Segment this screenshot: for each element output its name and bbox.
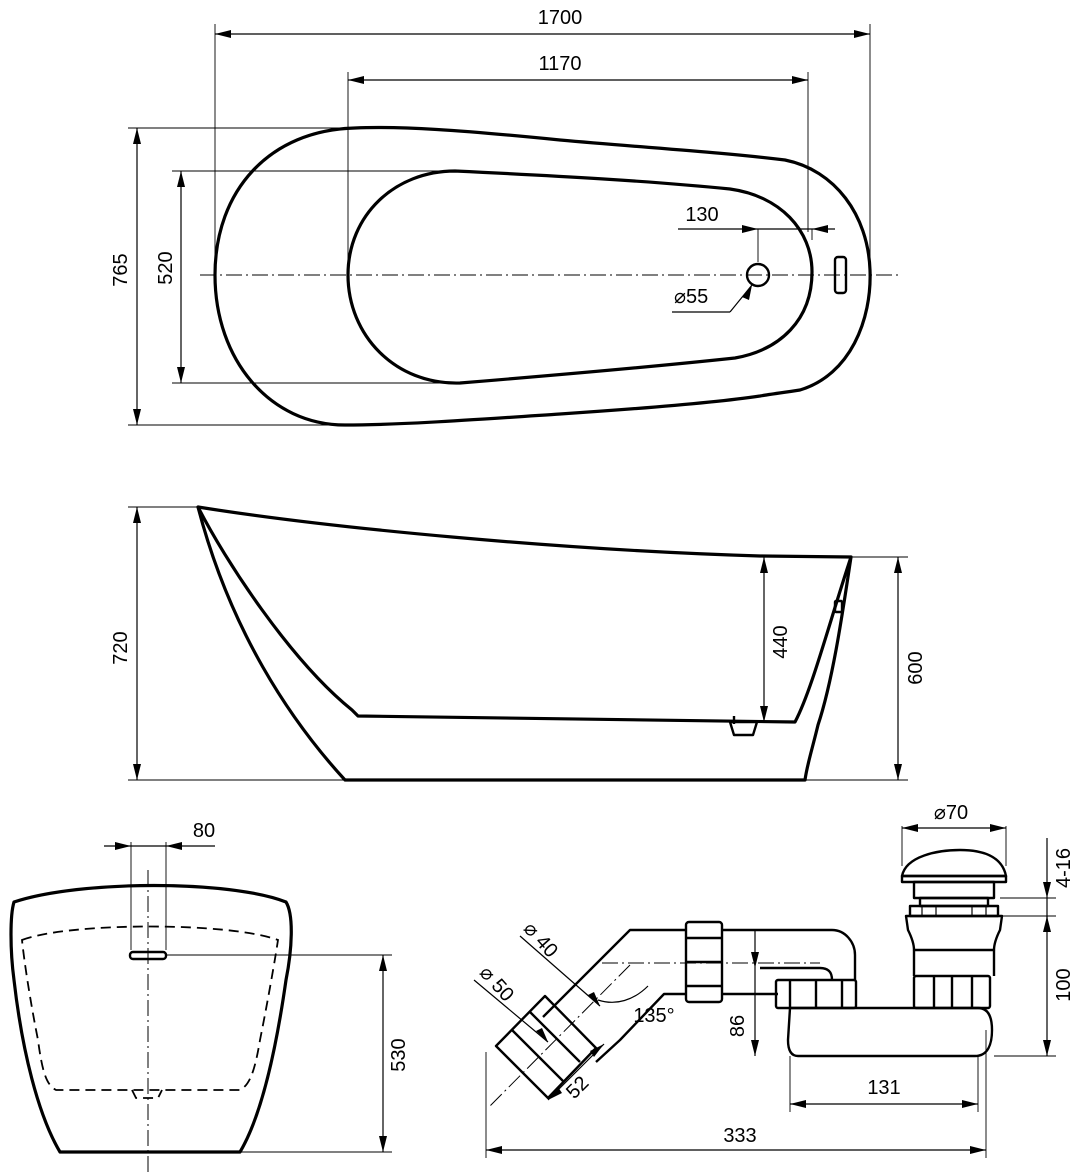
dim-1700: 1700 <box>538 7 583 29</box>
dim-80: 80 <box>193 820 215 842</box>
dim-333: 333 <box>723 1125 756 1147</box>
dim-130: 130 <box>685 204 718 226</box>
end-overflow <box>128 950 168 961</box>
drain-hole <box>745 262 771 288</box>
side-inner-wall <box>196 505 853 724</box>
dim-angle-135: 135° <box>633 1005 674 1027</box>
dim-720: 720 <box>110 631 132 664</box>
dim-86: 86 <box>727 1015 749 1037</box>
dim-765: 765 <box>110 253 132 286</box>
top-inner-basin <box>346 169 814 385</box>
dim-diameter-70: ⌀70 <box>934 802 968 824</box>
dim-440: 440 <box>770 625 792 658</box>
side-outer-shell <box>196 505 853 782</box>
siphon-detail: ⌀70 4-16 100 ⌀ 40 ⌀ 50 135° 86 <box>473 802 1075 1158</box>
horizontal-pipe <box>722 928 857 996</box>
elbow-pipe <box>542 928 686 1063</box>
outlet-connector <box>494 994 598 1100</box>
top-view: 1700 1170 765 520 130 ⌀55 <box>110 7 900 427</box>
top-outer-rim <box>213 125 872 427</box>
trap-body <box>786 1006 994 1058</box>
dim-diameter-55: ⌀55 <box>674 286 708 308</box>
drain-cap <box>900 848 1008 878</box>
dim-131: 131 <box>867 1077 900 1099</box>
dim-520: 520 <box>155 251 177 284</box>
end-inner-basin <box>21 925 279 1091</box>
dim-4-16: 4-16 <box>1053 848 1075 888</box>
dim-diameter-50: ⌀ 50 <box>475 962 518 1006</box>
dim-600: 600 <box>905 651 927 684</box>
dim-1170: 1170 <box>538 53 581 75</box>
side-drain-outlet <box>728 720 759 737</box>
side-view: 720 440 600 <box>110 505 927 782</box>
dim-530: 530 <box>388 1038 410 1071</box>
end-outer-shell <box>9 883 293 1154</box>
end-view: 80 530 <box>9 820 410 1176</box>
side-overflow <box>833 599 844 614</box>
dim-100: 100 <box>1053 968 1075 1001</box>
overflow-slot <box>833 255 848 295</box>
